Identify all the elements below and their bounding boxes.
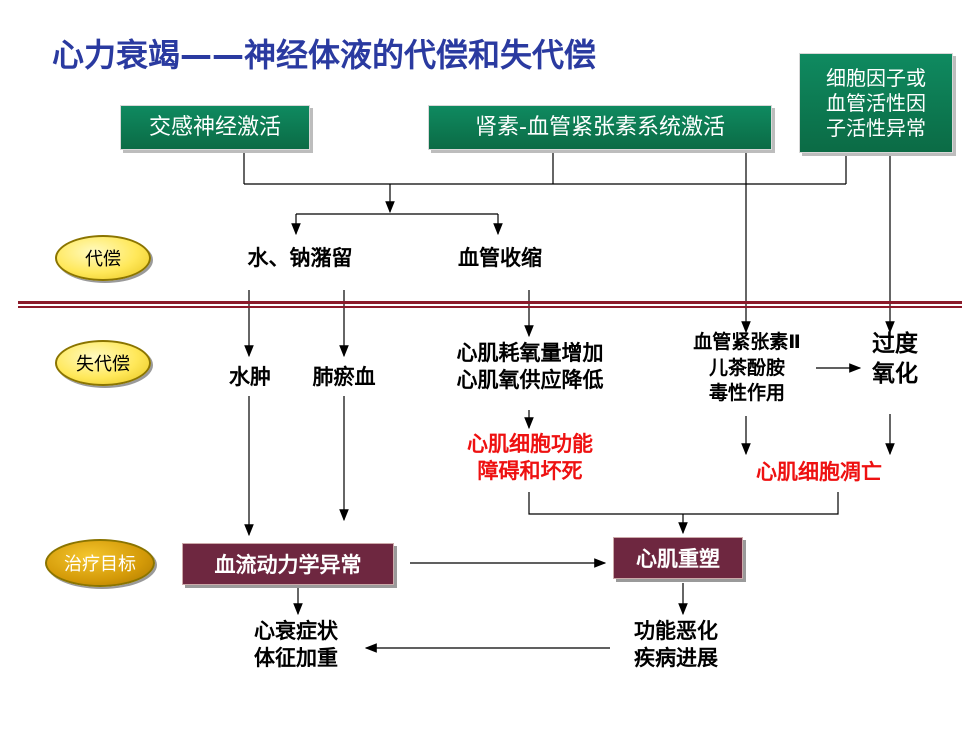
label-vasoconstriction: 血管收缩 — [458, 246, 542, 270]
label-toxicity-line-3: 毒性作用 — [708, 382, 785, 405]
separator-line-bottom — [18, 306, 962, 308]
label-cell-dysfunction-line-1: 心肌细胞功能 — [467, 432, 593, 456]
label-oxidation: 过度 氧化 — [860, 330, 930, 390]
label-water-sodium: 水、钠潴留 — [247, 246, 353, 270]
box-sympathetic: 交感神经激活 — [120, 105, 310, 150]
label-toxicity-line-2: 儿茶酚胺 — [708, 356, 785, 379]
stage-compensation: 代偿 — [55, 235, 151, 281]
box-remodeling-label: 心肌重塑 — [636, 547, 720, 571]
label-cell-dysfunction-line-2: 障碍和坏死 — [477, 459, 583, 484]
label-oxidation-line-1: 过度 — [872, 331, 918, 357]
label-pulmonary-congestion: 肺瘀血 — [312, 365, 376, 389]
label-edema: 水肿 — [229, 365, 271, 389]
stage-decompensation-label: 失代偿 — [76, 354, 130, 375]
label-oxidation-line-2: 氧化 — [872, 360, 918, 387]
separator-line-top — [18, 301, 962, 304]
label-symptoms-line-2: 体征加重 — [254, 646, 338, 671]
box-cytokine: 细胞因子或 血管活性因 子活性异常 — [799, 53, 953, 153]
label-oxygen-line-2: 心肌氧供应降低 — [456, 368, 604, 393]
label-toxicity-line-1: 血管紧张素Ⅱ — [693, 331, 801, 353]
box-hemodynamic: 血流动力学异常 — [182, 543, 394, 585]
box-hemodynamic-label: 血流动力学异常 — [214, 553, 362, 577]
box-raas-label: 肾素-血管紧张素系统激活 — [475, 114, 725, 140]
box-cytokine-line-1: 细胞因子或 — [826, 65, 926, 90]
box-raas: 肾素-血管紧张素系统激活 — [428, 105, 772, 150]
stage-compensation-label: 代偿 — [85, 249, 121, 270]
label-oxygen: 心肌耗氧量增加 心肌氧供应降低 — [430, 340, 630, 395]
label-toxicity: 血管紧张素Ⅱ 儿茶酚胺 毒性作用 — [664, 330, 830, 407]
box-remodeling: 心肌重塑 — [613, 537, 743, 579]
box-cytokine-line-2: 血管活性因 — [826, 90, 926, 115]
connector-dysfunction-to-remodel — [528, 492, 839, 515]
label-progression: 功能恶化 疾病进展 — [612, 618, 740, 673]
stage-treatment-target: 治疗目标 — [45, 539, 155, 587]
page-title: 心力衰竭——神经体液的代偿和失代偿 — [52, 36, 597, 74]
label-progression-line-2: 疾病进展 — [634, 646, 718, 671]
label-cell-death: 心肌细胞凋亡 — [756, 460, 882, 484]
box-cytokine-line-3: 子活性异常 — [826, 115, 926, 140]
label-symptoms-line-1: 心衰症状 — [254, 619, 338, 643]
label-oxygen-line-1: 心肌耗氧量增加 — [456, 341, 604, 365]
stage-decompensation: 失代偿 — [55, 340, 151, 386]
stage-treatment-target-label: 治疗目标 — [64, 554, 136, 575]
label-progression-line-1: 功能恶化 — [634, 619, 718, 643]
box-sympathetic-label: 交感神经激活 — [148, 114, 281, 140]
label-cell-dysfunction: 心肌细胞功能 障碍和坏死 — [440, 431, 620, 486]
label-symptoms: 心衰症状 体征加重 — [232, 618, 360, 673]
